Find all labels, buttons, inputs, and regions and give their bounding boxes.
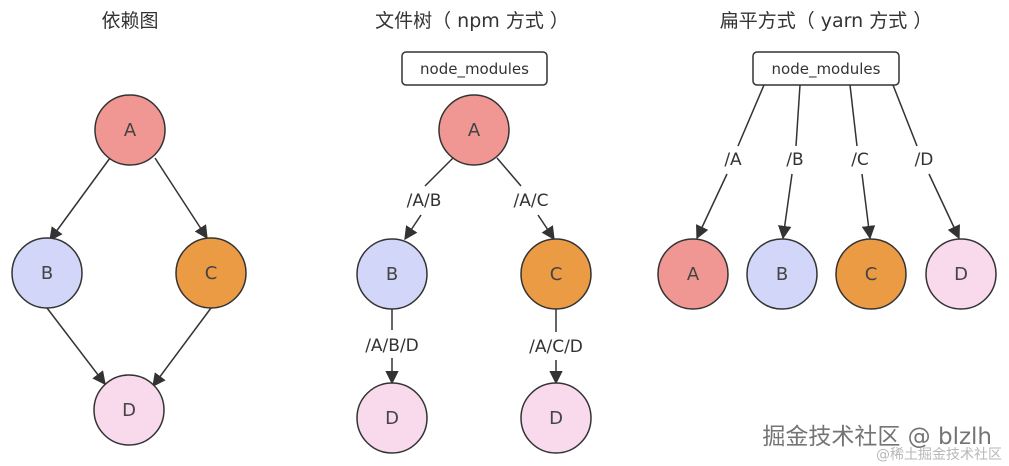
dependency-graph-panel: 依赖图 A B C D [11,10,247,446]
yarn-flat-panel: 扁平方式（ yarn 方式 ） node_modules /A /B /C /D… [657,10,997,310]
npm-node-d-under-c: D [520,382,592,454]
npm-edge-c-d-label: /A/C/D [529,337,583,357]
node-c-label: C [205,263,218,284]
yarn-node-b: B [746,238,818,310]
yarn-node-a-label: A [687,264,700,285]
yarn-edge-c-lower [861,173,876,240]
yarn-flat-title: 扁平方式（ yarn 方式 ） [720,10,933,32]
watermark-faint: @稀土掘金技术社区 [876,447,1002,463]
npm-edge-a-c-lower [537,214,555,241]
yarn-root-label: node_modules [772,60,881,79]
yarn-node-d: D [925,238,997,310]
npm-root-box [401,51,548,86]
npm-node-b-label: B [386,264,398,285]
yarn-edge-a-lower [696,173,728,240]
dependency-graph-title: 依赖图 [101,10,158,32]
yarn-edge-a-label: /A [724,150,742,170]
yarn-node-b-label: B [776,264,788,285]
node-d: D [93,374,165,446]
npm-edge-a-b-label: /A/B [407,191,442,211]
yarn-edge-c-upper [849,84,858,147]
npm-tree-panel: 文件树（ npm 方式 ） node_modules /A/B /A/C /A/… [356,10,592,454]
npm-node-c: C [520,238,592,310]
npm-edge-a-c-upper [496,157,522,187]
npm-node-d1-label: D [385,408,399,429]
npm-node-d-under-b: D [356,382,428,454]
node-b: B [11,237,83,309]
yarn-edge-d-lower [928,173,960,240]
yarn-edge-c-label: /C [851,150,869,170]
yarn-node-a: A [657,238,729,310]
edge-a-c [154,157,208,240]
yarn-root-box [752,51,900,86]
node-c: C [175,237,247,309]
npm-node-c-label: C [550,264,563,285]
yarn-edge-a-upper [737,84,765,147]
npm-root-label: node_modules [420,60,529,79]
npm-tree-title: 文件树（ npm 方式 ） [375,10,569,32]
yarn-edge-d-label: /D [915,150,934,170]
edge-c-d [152,307,212,388]
npm-edge-a-b-lower [404,214,422,241]
yarn-node-c-label: C [865,264,878,285]
npm-node-a: A [438,94,510,166]
node-b-label: B [41,263,53,284]
node-a: A [94,94,166,166]
edge-b-d [46,307,106,386]
edge-a-b [49,157,111,242]
npm-node-d2-label: D [549,408,563,429]
yarn-node-c: C [835,238,907,310]
yarn-edge-b-upper [795,84,801,147]
node-d-label: D [122,400,136,421]
npm-node-a-label: A [468,120,481,141]
yarn-node-d-label: D [954,264,968,285]
yarn-edge-b-lower [778,173,793,240]
yarn-edge-d-upper [892,84,918,147]
yarn-edge-b-label: /B [786,150,803,170]
npm-edge-a-b-upper [424,157,454,187]
npm-edge-b-d-label: /A/B/D [365,336,419,356]
npm-edge-a-c-label: /A/C [514,191,549,211]
watermark-main: 掘金技术社区 @ blzlh [762,424,992,450]
node-a-label: A [124,120,137,141]
npm-node-b: B [356,238,428,310]
